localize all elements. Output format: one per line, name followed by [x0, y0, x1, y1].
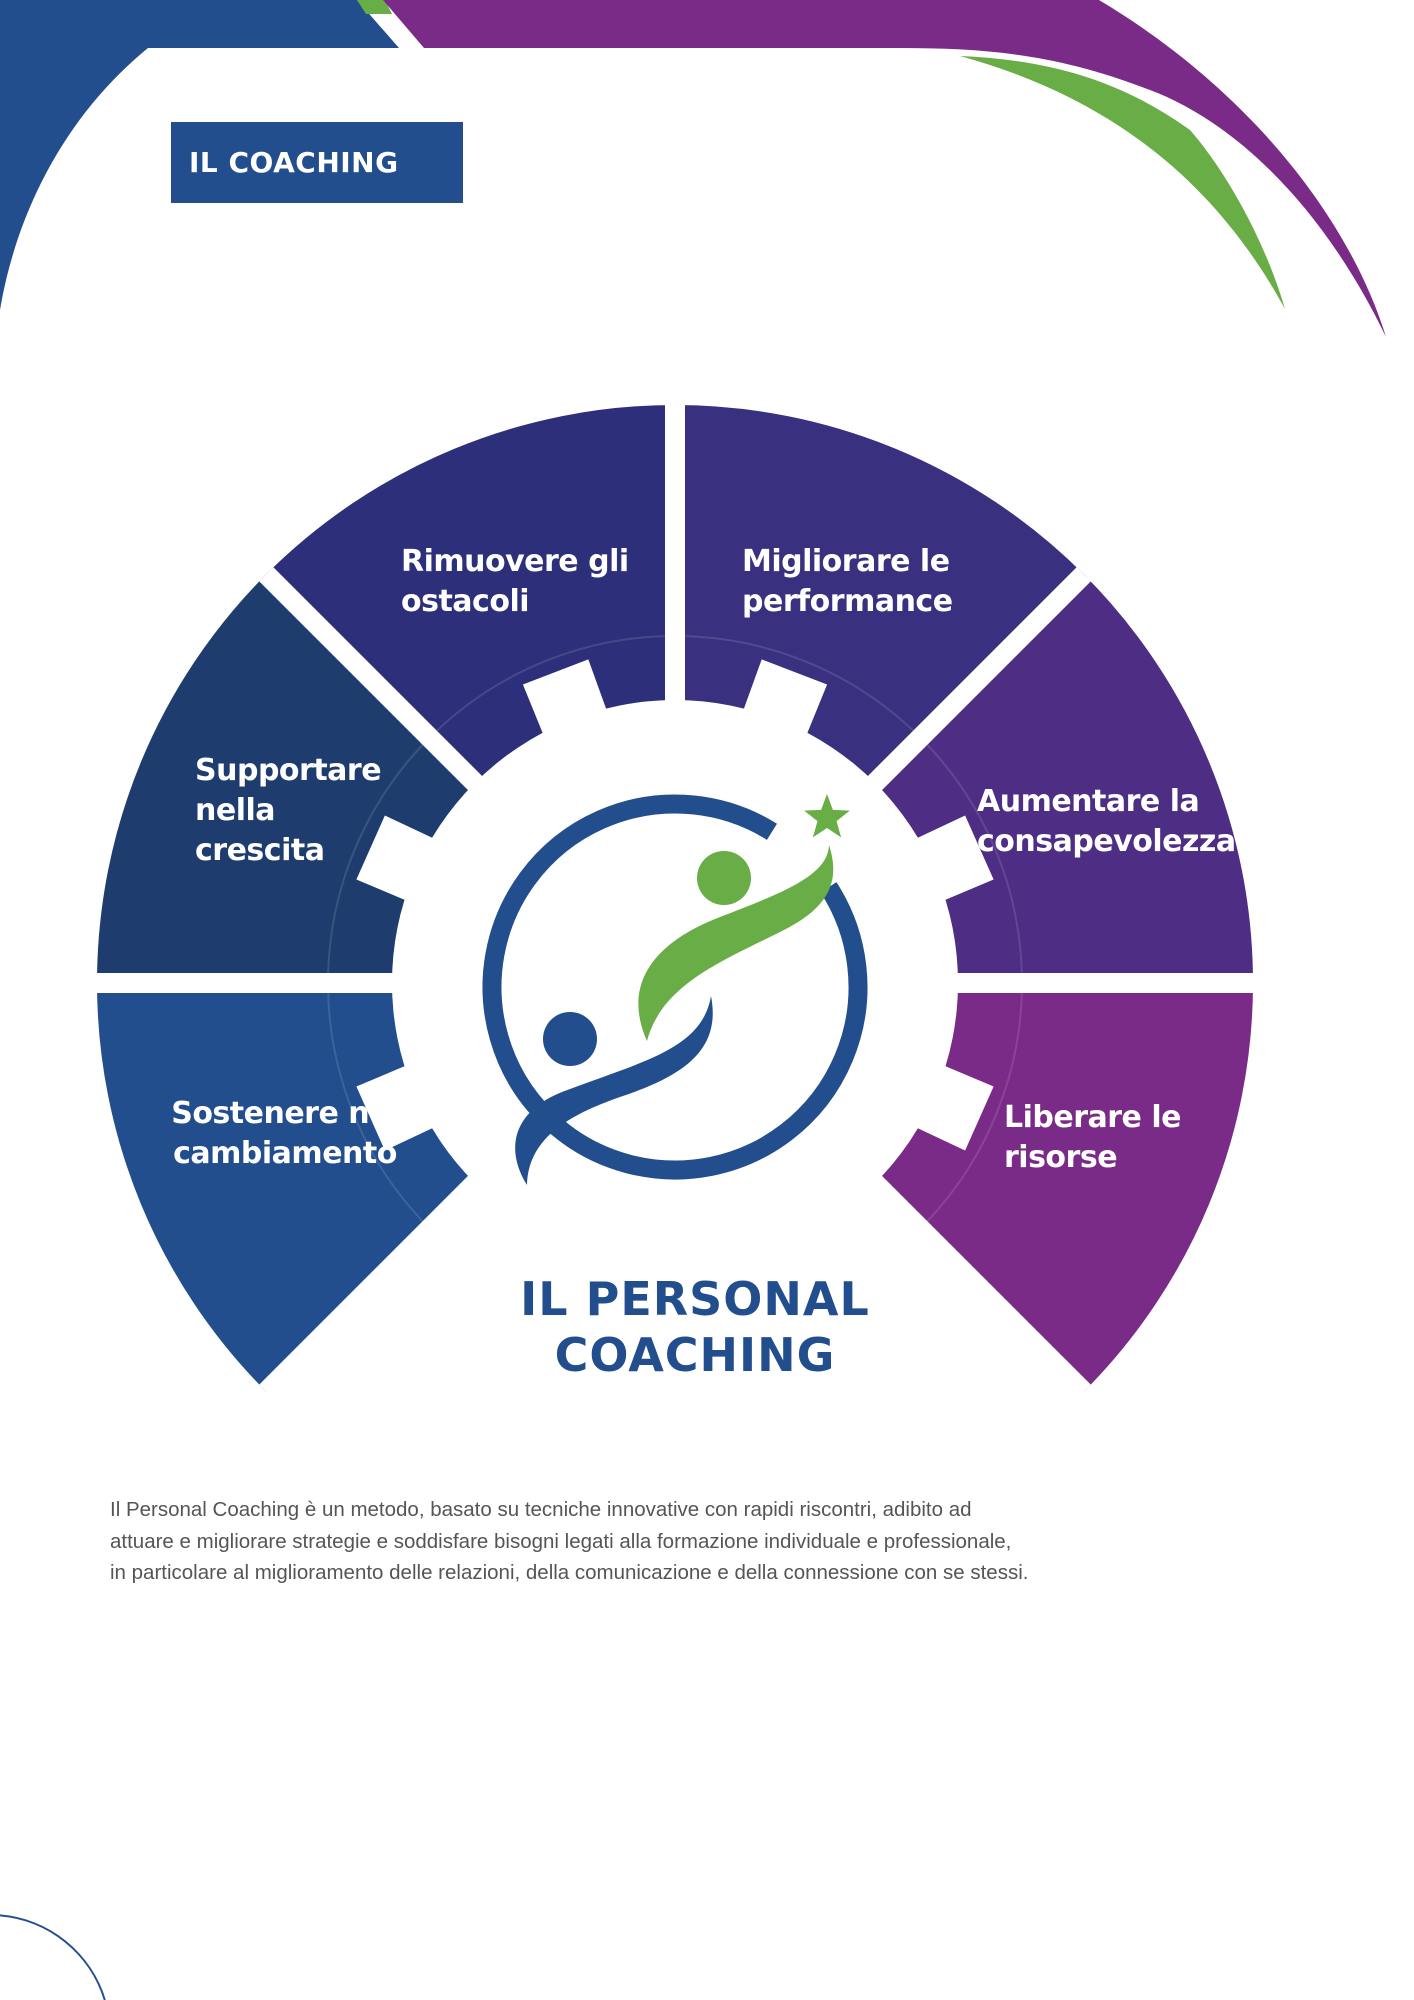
diagram-title-line2: COACHING — [554, 1328, 836, 1382]
gear-tooth — [913, 815, 994, 902]
gear-tooth — [913, 1064, 994, 1151]
logo-blue-swoosh — [515, 996, 713, 1185]
coaching-logo — [482, 794, 868, 1185]
label-line: performance — [742, 584, 953, 619]
segment-label-migliorare: Migliorare le performance — [742, 542, 953, 622]
gear-tooth — [522, 659, 608, 738]
logo-green-head — [697, 851, 751, 905]
segment-label-aumentare: Aumentare la consapevolezza — [977, 782, 1236, 862]
top-right-green-wave — [960, 56, 1285, 309]
description-paragraph: Il Personal Coaching è un metodo, basato… — [110, 1498, 1029, 1584]
top-left-blue-wave — [0, 0, 399, 310]
label-line: Supportare — [195, 753, 382, 788]
segment-label-sostenere: Sostenere nel cambiamento — [160, 1094, 410, 1174]
segment-label-liberare: Liberare le risorse — [1004, 1098, 1181, 1178]
label-line: Aumentare la — [977, 784, 1200, 819]
gear-tooth — [356, 815, 437, 902]
top-green-sliver — [357, 0, 392, 14]
segment-label-rimuovere: Rimuovere gli ostacoli — [401, 542, 629, 622]
label-line: Liberare le — [1004, 1100, 1181, 1135]
star-icon — [804, 794, 850, 838]
label-line: crescita — [195, 833, 325, 868]
segment-label-supportare: Supportare nella crescita — [195, 751, 382, 871]
section-header: IL COACHING — [171, 122, 463, 203]
coaching-fan-diagram — [97, 405, 1253, 1399]
label-line: risorse — [1004, 1140, 1118, 1175]
logo-blue-head — [543, 1012, 597, 1066]
label-line: cambiamento — [173, 1136, 397, 1171]
gear-tooth — [356, 1064, 437, 1151]
diagram-title-line1: IL PERSONAL — [520, 1272, 870, 1326]
label-line: Sostenere nel — [171, 1096, 399, 1131]
label-line: nella — [195, 793, 276, 828]
gear-tooth — [742, 659, 828, 738]
label-line: Migliorare le — [742, 544, 950, 579]
top-right-purple-wave — [383, 0, 1386, 337]
corner-circle-outline — [0, 1914, 106, 2000]
label-line: consapevolezza — [977, 824, 1236, 859]
logo-green-swoosh — [638, 845, 834, 1041]
label-line: ostacoli — [401, 584, 530, 619]
label-line: Rimuovere gli — [401, 544, 629, 579]
